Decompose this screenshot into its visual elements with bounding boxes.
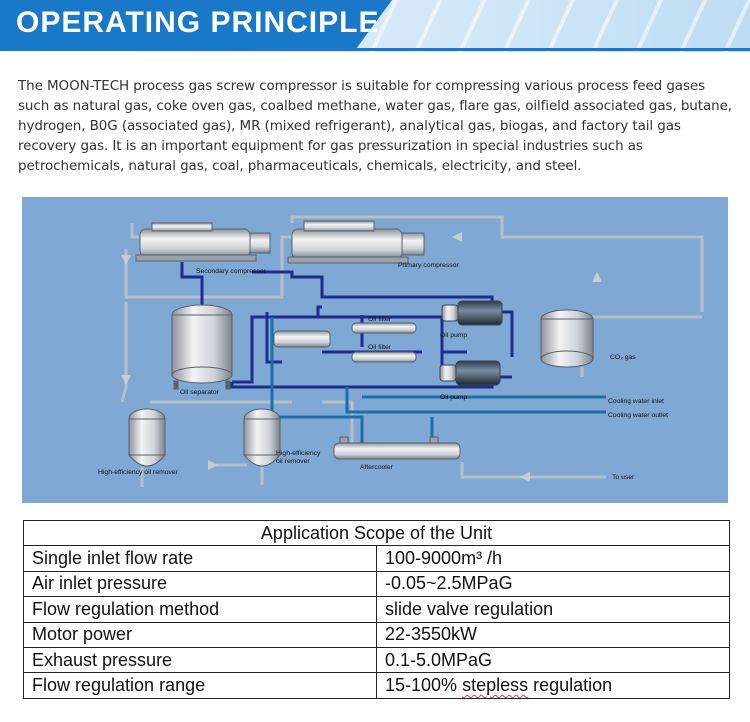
label-aftercooler: Aftercooler: [360, 464, 394, 471]
label-oil-separator: Oil separator: [180, 389, 220, 396]
value-cell: -0.05~2.5MPaG: [376, 570, 730, 598]
oil-separator: [171, 304, 233, 390]
process-flow-diagram: Secondary compressor Primary compressor …: [22, 197, 728, 503]
value-cell: 15-100% stepless regulation: [376, 672, 730, 699]
param-cell: Exhaust pressure: [23, 646, 377, 674]
table-header-row: Application Scope of the Unit: [23, 519, 730, 547]
label-oil-pump-1: Oil pump: [440, 332, 467, 339]
param-cell: Single inlet flow rate: [23, 545, 377, 572]
param-cell: Air inlet pressure: [23, 570, 377, 598]
table-row: Flow regulation method slide valve regul…: [23, 596, 730, 623]
flow-arrows: [121, 232, 602, 482]
water-lines: [270, 317, 606, 447]
label-high-efficiency-oil-remover-2-line1: High-efficiency: [276, 450, 321, 457]
secondary-compressor: [135, 222, 271, 262]
intro-paragraph: The MOON-TECH process gas screw compress…: [18, 78, 732, 174]
page-title: OPERATING PRINCIPLE: [16, 6, 380, 39]
label-high-efficiency-oil-remover-2-line2: oil remover: [276, 458, 310, 465]
table-title: Application Scope of the Unit: [23, 519, 730, 547]
param-cell: Flow regulation range: [23, 672, 377, 699]
label-to-user: To user: [612, 474, 635, 481]
label-co2-gas: CO₂ gas: [610, 354, 636, 361]
value-cell: slide valve regulation: [376, 596, 730, 623]
table-row: Single inlet flow rate 100-9000m³ /h: [23, 545, 730, 572]
label-primary-compressor: Primary compressor: [398, 262, 460, 269]
table-row: Flow regulation range 15-100% stepless r…: [23, 672, 730, 699]
primary-compressor: [287, 220, 425, 264]
gas-lines: [120, 215, 704, 487]
table-row: Air inlet pressure -0.05~2.5MPaG: [23, 570, 730, 598]
oil-remover-units: [127, 408, 282, 467]
label-oil-filter-1: Oil filter: [368, 316, 392, 323]
header-banner: OPERATING PRINCIPLE: [0, 0, 750, 52]
label-oil-pump-2: Oil pump: [440, 394, 467, 401]
value-cell: 0.1-5.0MPaG: [376, 646, 730, 674]
label-high-efficiency-oil-remover-1: High-efficiency oil remover: [98, 469, 179, 476]
application-scope-table: Application Scope of the Unit Single inl…: [23, 519, 730, 699]
banner-underline: [0, 48, 750, 51]
value-cell: 100-9000m³ /h: [376, 545, 730, 572]
table-row: Motor power 22-3550kW: [23, 621, 730, 648]
oil-pump-units: [439, 300, 503, 386]
oil-filter-units: [351, 322, 417, 363]
label-secondary-compressor: Secondary compressor: [196, 268, 267, 275]
co2-tank: [540, 309, 594, 368]
aftercooler-unit: [333, 436, 461, 460]
oil-cooler: [273, 330, 331, 348]
table-row: Exhaust pressure 0.1-5.0MPaG: [23, 646, 730, 674]
value-suffix: regulation: [528, 675, 613, 696]
value-prefix: 15-100%: [385, 675, 463, 696]
value-cell: 22-3550kW: [376, 621, 730, 648]
label-oil-filter-2: Oil filter: [368, 344, 392, 351]
banner-tab: [0, 0, 392, 48]
label-cooling-water-inlet: Cooling water inlet: [608, 398, 664, 405]
label-cooling-water-outlet: Cooling water outlet: [608, 412, 668, 419]
param-cell: Flow regulation method: [23, 596, 377, 623]
banner-stripes: [330, 0, 750, 52]
diagram-labels: Secondary compressor Primary compressor …: [98, 262, 668, 481]
value-underlined: stepless: [462, 675, 529, 696]
param-cell: Motor power: [23, 621, 377, 648]
